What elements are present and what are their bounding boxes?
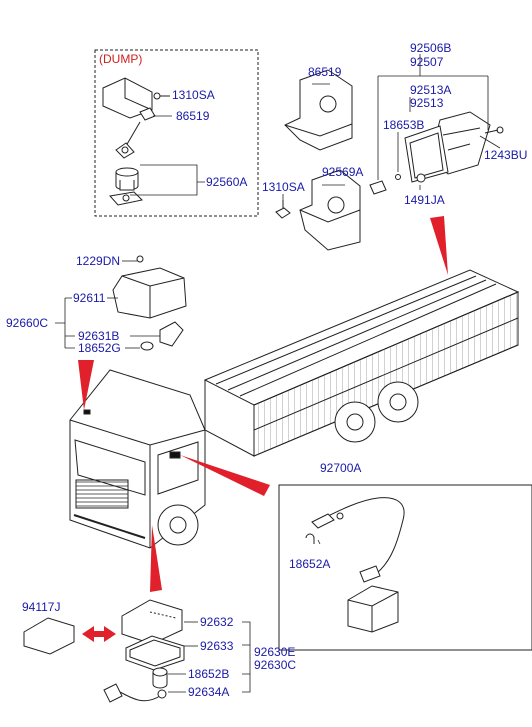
callout-92506b: 92506B [410, 41, 452, 55]
callout-92660c: 92660C [6, 316, 49, 330]
callout-1491ja: 1491JA [404, 193, 445, 207]
dump-label: (DUMP) [99, 52, 143, 66]
callout-92632: 92632 [200, 615, 234, 629]
callout-92569a: 92569A [322, 165, 364, 179]
marker-body-92632 [121, 599, 183, 645]
cover-94117j [23, 617, 75, 655]
gasket-92633 [125, 635, 185, 671]
lamp-lens [404, 125, 449, 183]
side-lamp-point [169, 451, 181, 459]
callout-1310sa-top: 1310SA [172, 88, 215, 102]
red-pointers [78, 216, 448, 592]
socket-1491ja [369, 173, 426, 195]
callout-92611: 92611 [73, 291, 106, 305]
callout-92630c: 92630C [254, 658, 297, 672]
callout-18652b: 18652B [188, 667, 230, 681]
dump-group-box [94, 49, 259, 217]
bulb-18653b [395, 174, 401, 180]
callout-92560a: 92560A [206, 175, 248, 189]
callout-1243bu: 1243BU [484, 148, 528, 162]
callout-92630e: 92630E [254, 645, 296, 659]
callout-92513a: 92513A [410, 83, 452, 97]
dump-lamp-switch [115, 107, 156, 159]
leader-lines [55, 54, 501, 693]
sensor-group-box [278, 484, 532, 651]
screw-1243bu [484, 126, 504, 134]
callout-18653b: 18653B [383, 118, 425, 132]
marker-lamp-92611 [112, 267, 187, 319]
sensor-cable [311, 497, 405, 583]
callout-86519-left: 86519 [176, 109, 210, 123]
callout-92507: 92507 [410, 55, 444, 69]
screw-1229dn [136, 255, 144, 263]
bulb-18652b [152, 667, 168, 689]
sensor-box [347, 585, 399, 633]
harness-92634a [103, 683, 167, 703]
callout-92631b: 92631B [78, 329, 120, 343]
callout-92513: 92513 [410, 96, 444, 110]
callout-18652a: 18652A [289, 557, 331, 571]
truck-body [69, 269, 520, 549]
nut-1310sa [275, 200, 291, 219]
dump-lamp-assembly [109, 167, 144, 206]
socket-92631b [140, 321, 184, 351]
bracket-92569a [299, 169, 361, 251]
callout-92633: 92633 [200, 639, 234, 653]
dump-lamp-bracket [102, 77, 170, 119]
roof-marker-point [83, 409, 91, 415]
callout-86519-mid: 86519 [308, 65, 342, 79]
swap-arrow [82, 626, 116, 642]
bracket-86519 [284, 69, 353, 151]
callout-94117j: 94117J [22, 600, 61, 614]
callout-92700a: 92700A [320, 461, 362, 475]
clip-18652a [305, 533, 315, 544]
callout-18652g: 18652G [78, 341, 121, 355]
callout-92634a: 92634A [188, 685, 230, 699]
callout-1310sa-mid: 1310SA [262, 180, 305, 194]
callout-1229dn: 1229DN [76, 254, 121, 268]
